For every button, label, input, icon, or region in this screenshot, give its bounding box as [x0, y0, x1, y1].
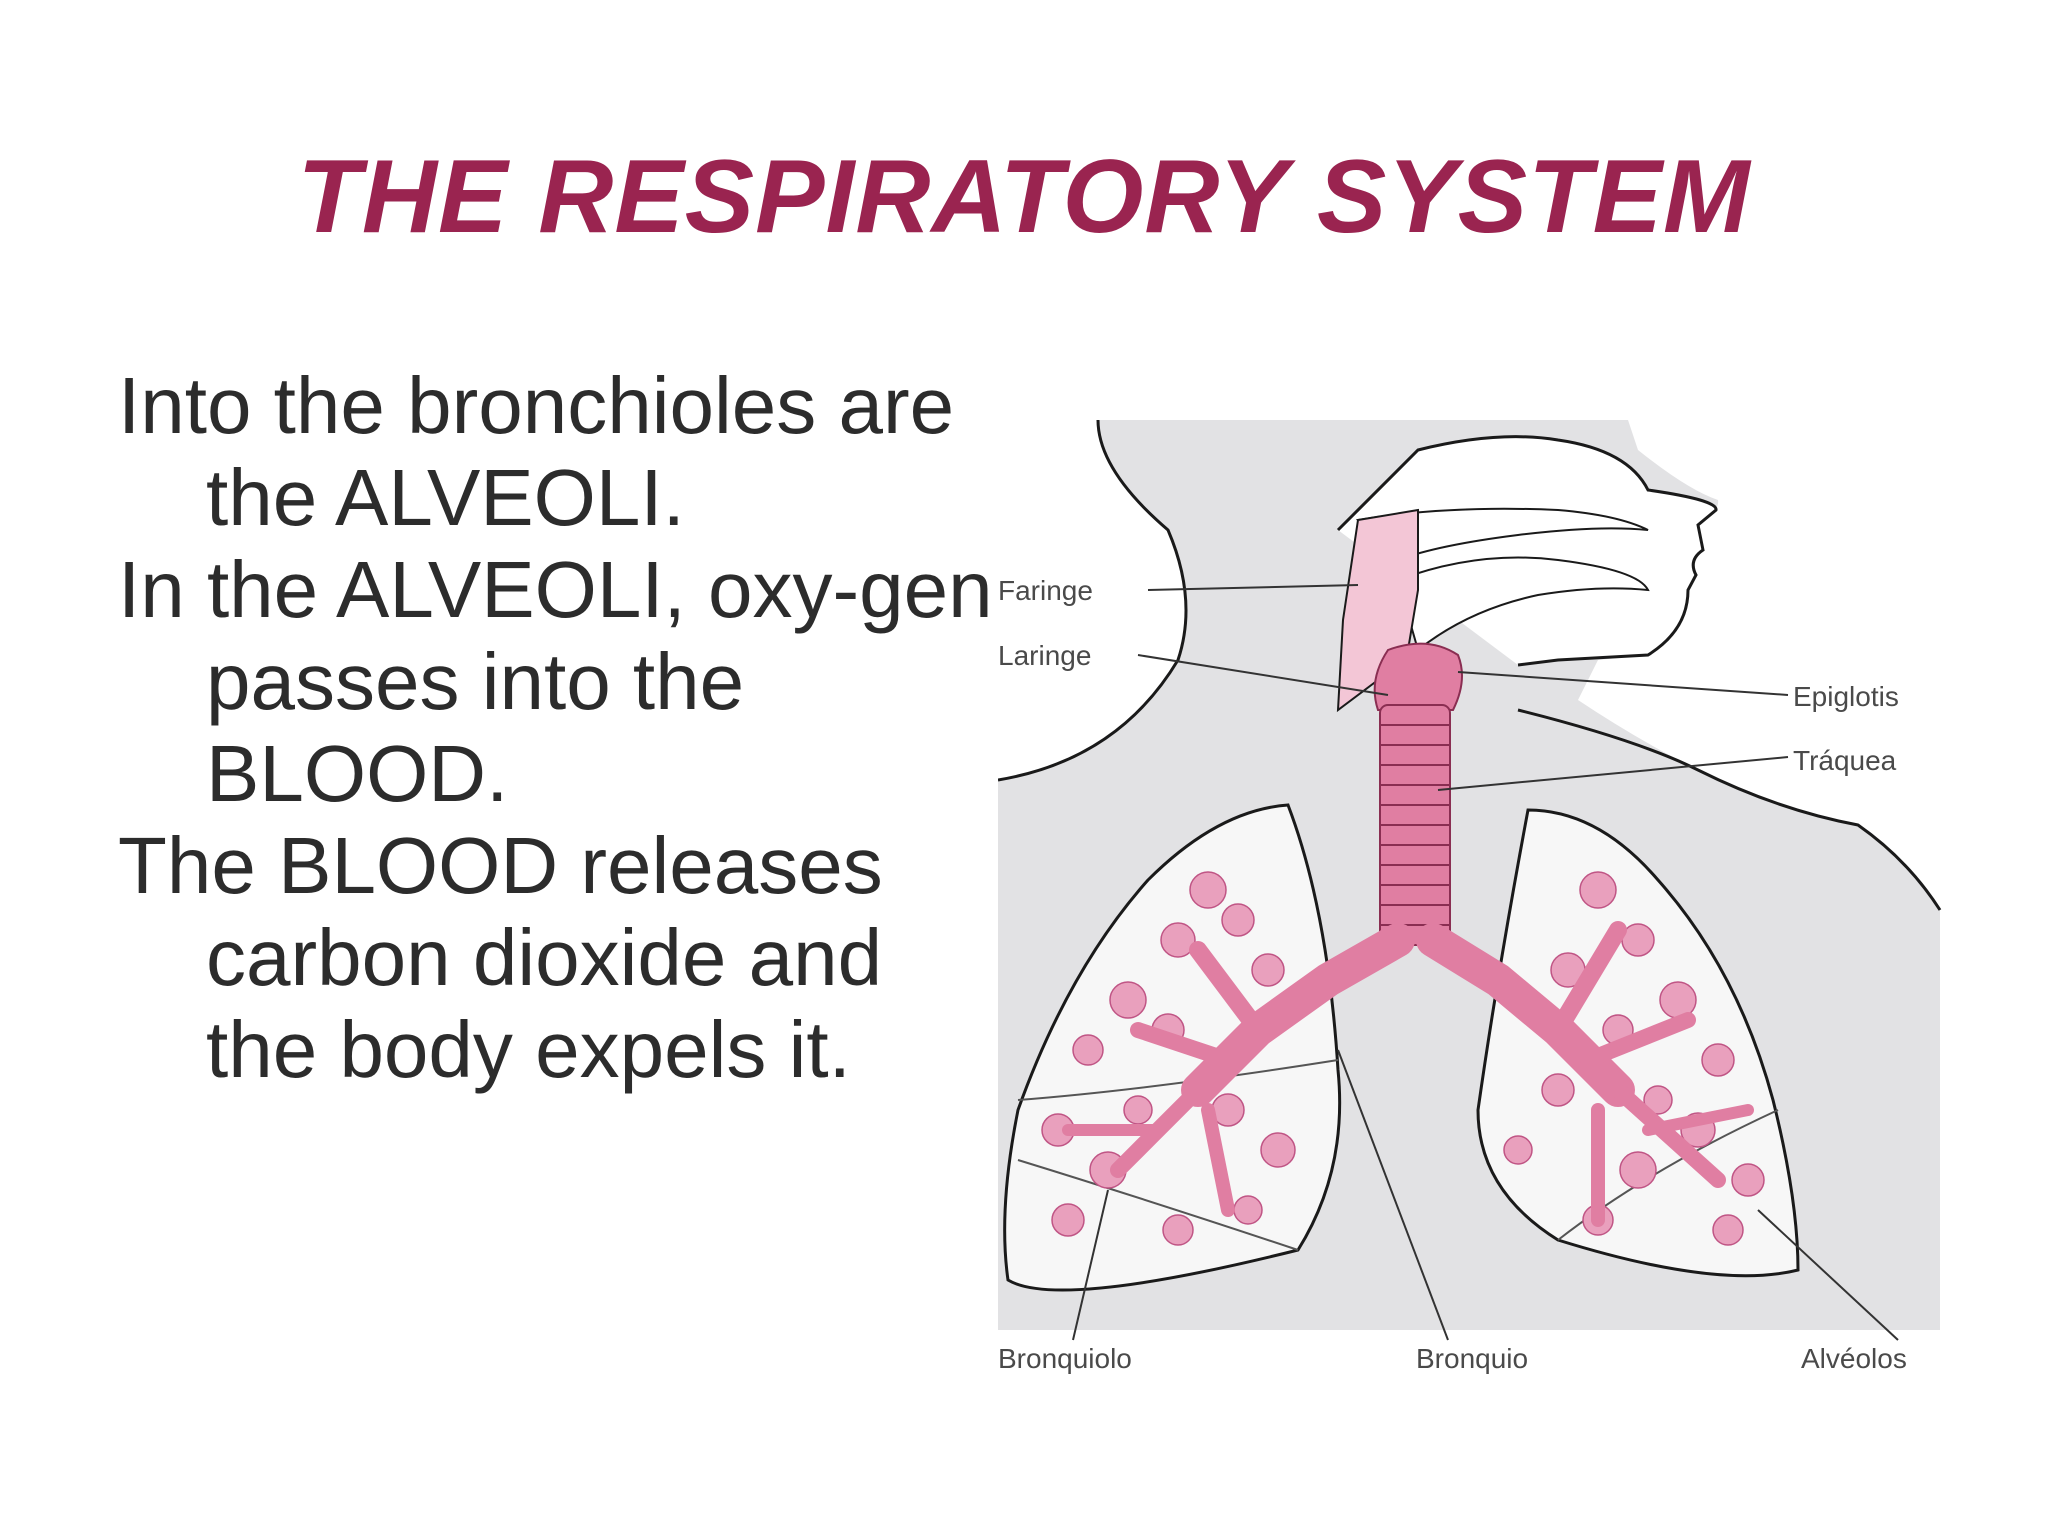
- label-faringe: Faringe: [998, 575, 1093, 606]
- label-laringe: Laringe: [998, 640, 1091, 671]
- oral-cavity: [1396, 556, 1650, 652]
- leader-lines: [1072, 584, 1899, 1341]
- label-alveolos: Alvéolos: [1801, 1343, 1907, 1374]
- right-fissure: [1557, 1109, 1779, 1241]
- respiratory-diagram: Faringe Laringe Epiglotis Tráquea Bronqu…: [998, 419, 1942, 1374]
- label-bronquiolo: Bronquiolo: [998, 1343, 1132, 1374]
- shoulder-outline: [1517, 708, 1942, 911]
- bullet-oxygen: In the ALVEOLI, oxy-gen passes into the …: [118, 545, 993, 818]
- left-fissure-upper: [1017, 1059, 1339, 1101]
- trachea-rings: [1380, 724, 1450, 926]
- nasal-cavity: [1355, 507, 1649, 562]
- slide-title: THE RESPIRATORY SYSTEM: [297, 139, 1751, 255]
- bronchial-tree: [1062, 921, 1754, 1227]
- larynx: [1373, 642, 1463, 711]
- bullet-list: Into the bronchioles are the ALVEOLI. In…: [118, 360, 998, 1096]
- label-bronquio: Bronquio: [1416, 1343, 1528, 1374]
- bullet-carbon-dioxide: The BLOOD releases carbon dioxide and th…: [118, 821, 883, 1094]
- label-epiglotis: Epiglotis: [1793, 681, 1899, 712]
- label-traquea: Tráquea: [1793, 745, 1897, 776]
- neck-outline: [998, 419, 1188, 782]
- left-fissure-lower: [1017, 1159, 1299, 1251]
- head-outline: [1336, 435, 1718, 667]
- bullet-alveoli: Into the bronchioles are the ALVEOLI.: [118, 361, 955, 542]
